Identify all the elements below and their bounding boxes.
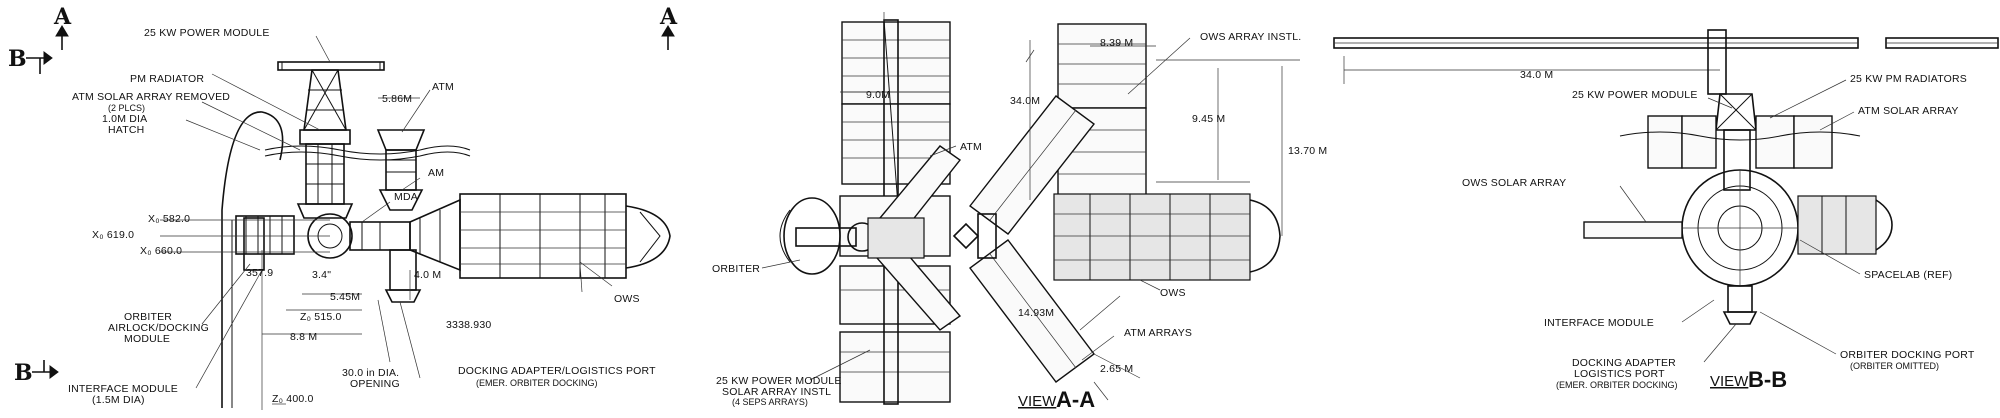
middle-core bbox=[779, 193, 1281, 281]
label-3579: 357.9 bbox=[246, 267, 273, 279]
label-z515: Z₀ 515.0 bbox=[300, 311, 342, 323]
svg-text:(ORBITER OMITTED): (ORBITER OMITTED) bbox=[1850, 361, 1939, 371]
label-atm-mid: ATM bbox=[960, 141, 982, 153]
label-ows-array-right: OWS SOLAR ARRAY bbox=[1462, 177, 1566, 189]
svg-text:SOLAR ARRAY INSTL: SOLAR ARRAY INSTL bbox=[722, 386, 831, 398]
view-a-a-drawing bbox=[761, 12, 1300, 405]
label-orbiter-port: ORBITER DOCKING PORT bbox=[1840, 349, 1975, 361]
label-station: 3338.930 bbox=[446, 319, 491, 331]
label-view-a-letter: A-A bbox=[1056, 387, 1095, 412]
label-power-module-right: 25 KW POWER MODULE bbox=[1572, 89, 1698, 101]
label-view-b-letter: B-B bbox=[1748, 367, 1787, 392]
power-module-arrays bbox=[1057, 23, 1147, 209]
label-hatch: 1.0M DIA bbox=[102, 113, 147, 125]
label-docking-right: DOCKING ADAPTER bbox=[1572, 357, 1676, 369]
label-586: 5.86M bbox=[382, 93, 412, 105]
svg-text:HATCH: HATCH bbox=[108, 124, 144, 136]
label-orbiter-mid: ORBITER bbox=[712, 263, 760, 275]
section-marker-b-bottom: B bbox=[14, 360, 59, 386]
section-marker-a-right: A bbox=[659, 4, 678, 50]
svg-text:B: B bbox=[8, 46, 27, 72]
label-z400: Z₀ 400.0 bbox=[272, 393, 314, 405]
label-docking-adapter: DOCKING ADAPTER/LOGISTICS PORT bbox=[458, 365, 656, 377]
label-atm-arrays: ATM ARRAYS bbox=[1124, 327, 1192, 339]
section-marker-a-left: A bbox=[53, 4, 72, 50]
label-pm-radiators: 25 KW PM RADIATORS bbox=[1850, 73, 1967, 85]
label-x582: X₀ 582.0 bbox=[148, 213, 190, 225]
label-atm: ATM bbox=[432, 81, 454, 93]
left-view-labels: 25 KW POWER MODULE PM RADIATOR ATM SOLAR… bbox=[68, 27, 656, 406]
svg-text:A: A bbox=[659, 4, 678, 30]
view-b-b-labels: 34.0 M 25 KW POWER MODULE 25 KW PM RADIA… bbox=[1462, 69, 1975, 392]
label-power-module: 25 KW POWER MODULE bbox=[144, 27, 270, 39]
label-ows-mid: OWS bbox=[1160, 287, 1186, 299]
label-power-array: 25 KW POWER MODULE bbox=[716, 375, 842, 387]
svg-text:(1.5M DIA): (1.5M DIA) bbox=[92, 394, 145, 406]
svg-text:(2 PLCS): (2 PLCS) bbox=[108, 103, 145, 113]
pm-radiator-truss bbox=[1333, 37, 1999, 49]
label-opening: 30.0 in DIA. bbox=[342, 367, 399, 379]
label-1370: 13.70 M bbox=[1288, 145, 1327, 157]
svg-text:(4 SEPS ARRAYS): (4 SEPS ARRAYS) bbox=[732, 397, 808, 407]
label-atm-removed: ATM SOLAR ARRAY REMOVED bbox=[72, 91, 230, 103]
right-atm-arrays bbox=[1619, 115, 1861, 169]
left-side-view bbox=[160, 35, 671, 410]
label-x619: X₀ 619.0 bbox=[92, 229, 134, 241]
label-34: 3.4" bbox=[312, 269, 331, 281]
left-main-stack bbox=[235, 193, 671, 303]
label-x660: X₀ 660.0 bbox=[140, 245, 182, 257]
orbiter-tail-outline bbox=[221, 111, 284, 408]
label-88: 8.8 M bbox=[290, 331, 317, 343]
label-view-a-word: VIEW bbox=[1018, 393, 1057, 410]
label-orbiter-airlock: ORBITER bbox=[124, 311, 172, 323]
label-interface-right: INTERFACE MODULE bbox=[1544, 317, 1654, 329]
view-a-a-labels: 8.39 M OWS ARRAY INSTL. 9.0M 34.0M 9.45 … bbox=[712, 31, 1327, 412]
right-power-module bbox=[1707, 29, 1757, 191]
atm-module bbox=[376, 129, 426, 211]
label-945: 9.45 M bbox=[1192, 113, 1225, 125]
label-265: 2.65 M bbox=[1100, 363, 1133, 375]
svg-text:AIRLOCK/DOCKING: AIRLOCK/DOCKING bbox=[108, 322, 209, 334]
label-atm-array-right: ATM SOLAR ARRAY bbox=[1858, 105, 1959, 117]
label-ows-array: OWS ARRAY INSTL. bbox=[1200, 31, 1301, 43]
label-mda: MDA bbox=[394, 191, 418, 203]
svg-text:B: B bbox=[14, 360, 33, 386]
svg-text:LOGISTICS PORT: LOGISTICS PORT bbox=[1574, 368, 1665, 380]
label-90: 9.0M bbox=[866, 89, 890, 101]
label-view-b-word: VIEW bbox=[1710, 373, 1749, 390]
power-module-truss bbox=[277, 61, 385, 219]
label-am: AM bbox=[428, 167, 444, 179]
svg-text:MODULE: MODULE bbox=[124, 333, 170, 345]
label-pm-radiator: PM RADIATOR bbox=[130, 73, 204, 85]
label-545: 5.45M bbox=[330, 291, 360, 303]
label-1493: 14.93M bbox=[1018, 307, 1054, 319]
svg-text:(EMER. ORBITER DOCKING): (EMER. ORBITER DOCKING) bbox=[1556, 380, 1678, 390]
view-b-b-drawing bbox=[1333, 29, 1999, 363]
label-340-right: 34.0 M bbox=[1520, 69, 1553, 81]
label-839: 8.39 M bbox=[1100, 37, 1133, 49]
right-ows-body bbox=[1583, 169, 1893, 325]
section-marker-b-top: B bbox=[8, 46, 53, 74]
svg-text:OPENING: OPENING bbox=[350, 378, 400, 390]
svg-text:A: A bbox=[53, 4, 72, 30]
label-spacelab: SPACELAB (REF) bbox=[1864, 269, 1952, 281]
label-40: 4.0 M bbox=[414, 269, 441, 281]
label-interface-module: INTERFACE MODULE bbox=[68, 383, 178, 395]
label-340: 34.0M bbox=[1010, 95, 1040, 107]
orbiter-airlock bbox=[243, 217, 265, 271]
svg-text:(EMER. ORBITER DOCKING): (EMER. ORBITER DOCKING) bbox=[476, 378, 598, 388]
label-ows: OWS bbox=[614, 293, 640, 305]
